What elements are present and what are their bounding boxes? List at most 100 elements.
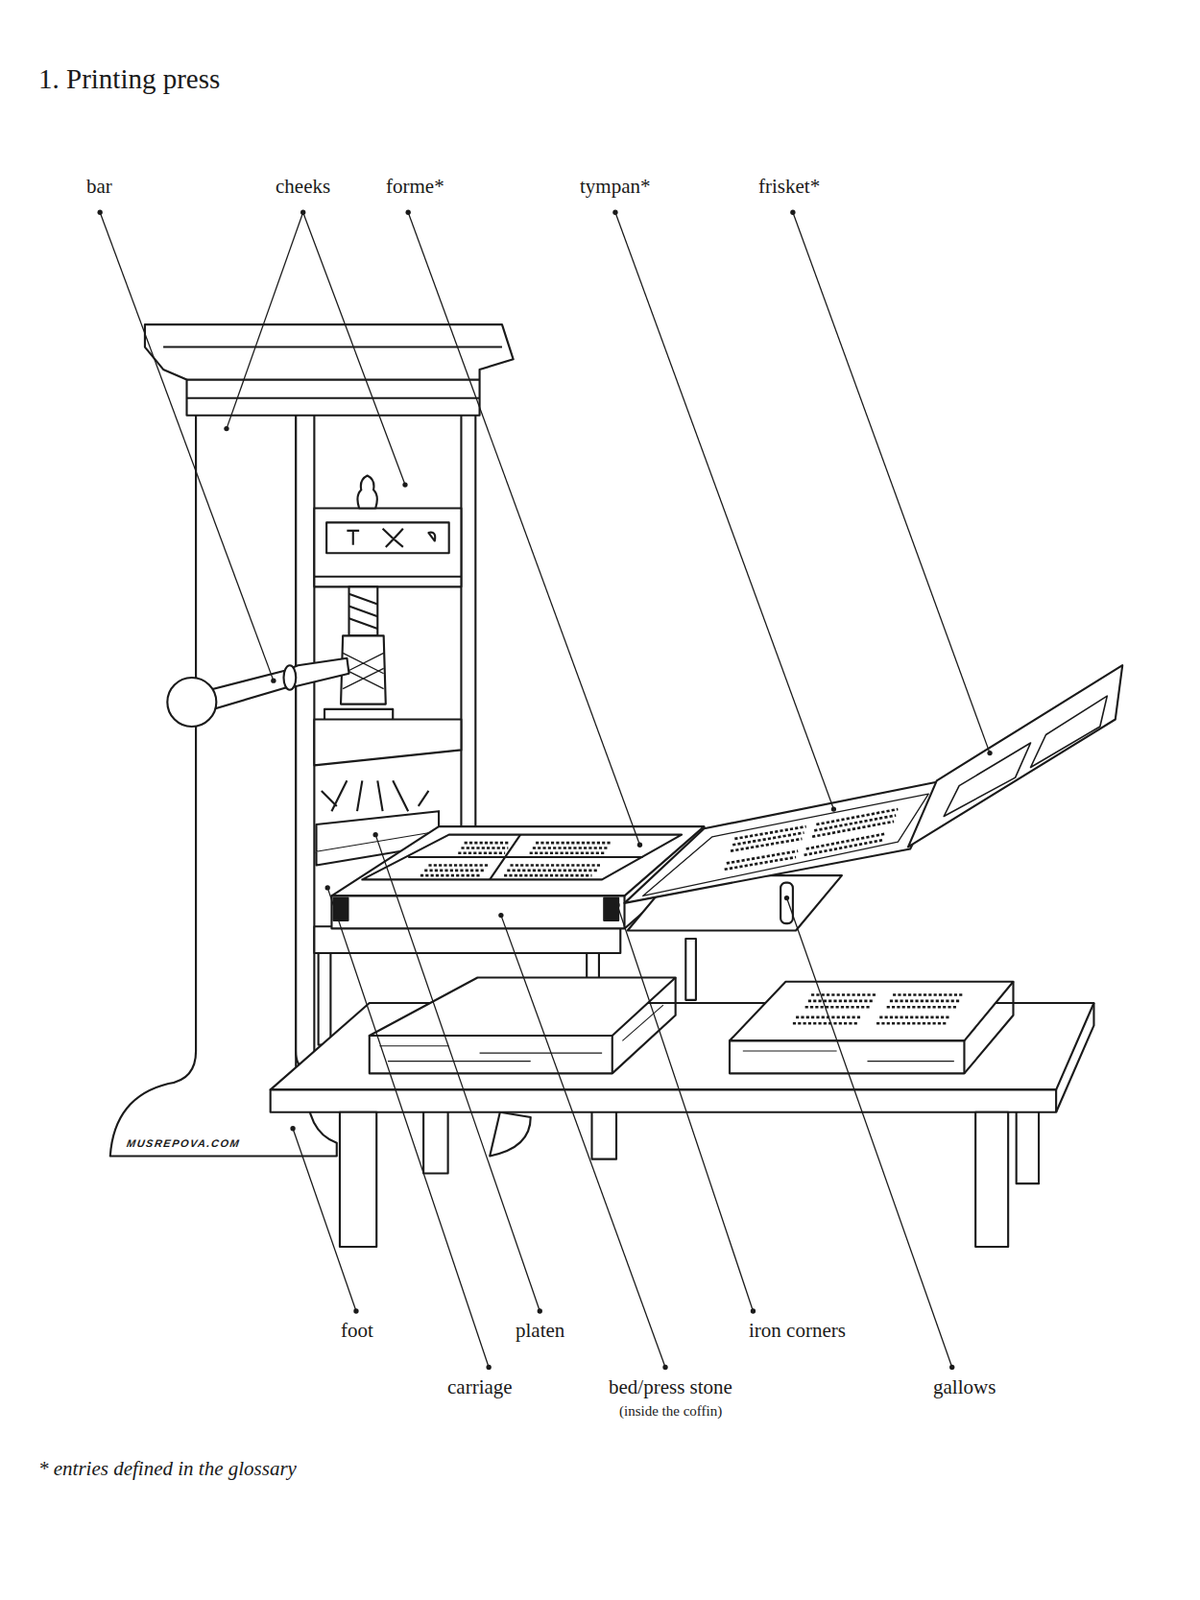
paper-edges — [379, 1005, 663, 1061]
forme — [361, 835, 682, 881]
figure-title: 1. Printing press — [38, 63, 220, 96]
printed-stack-side — [963, 982, 1013, 1075]
leader-line — [787, 898, 953, 1368]
leader-dot — [986, 750, 992, 756]
finial — [357, 475, 377, 508]
watermark: MUSREPOVA.COM — [125, 1137, 241, 1151]
paper-edges — [743, 1051, 955, 1062]
printed-stack — [729, 982, 1013, 1042]
frisket-windows — [943, 696, 1107, 816]
part-label: tympan* — [579, 174, 651, 198]
carriage-table — [313, 926, 621, 954]
screw-thread — [349, 594, 379, 629]
leader-line — [375, 835, 540, 1312]
tympan — [624, 780, 945, 904]
left-cheek — [110, 392, 337, 1156]
leader-dot — [784, 895, 790, 901]
table-leg — [591, 1110, 617, 1160]
inner-upright — [295, 392, 314, 1068]
paper-stack-side — [612, 977, 676, 1074]
bar-shaft — [193, 658, 350, 715]
leader-dots — [97, 210, 993, 1371]
leader-dot — [402, 481, 408, 487]
tympan-inner — [643, 793, 930, 896]
table-leg — [1016, 1110, 1039, 1185]
leader-dot — [485, 1365, 491, 1370]
part-note: (inside the coffin) — [619, 1403, 722, 1420]
paper-stack-front — [369, 1035, 613, 1074]
leader-dot — [300, 210, 306, 216]
gallows-post — [780, 883, 793, 925]
leader-dot — [612, 210, 618, 216]
part-label: forme* — [385, 174, 445, 198]
cornice — [144, 324, 514, 416]
part-label: foot — [340, 1319, 374, 1343]
carriage-leg — [685, 938, 696, 1001]
leader-dot — [750, 1308, 756, 1314]
carriage-leg — [318, 953, 332, 1046]
footnote: * entries defined in the glossary — [38, 1457, 297, 1481]
table-leg — [975, 1112, 1008, 1248]
foot-curve — [489, 1112, 531, 1157]
table-front — [270, 1089, 1056, 1112]
leader-line — [792, 212, 990, 753]
part-label: platen — [515, 1319, 565, 1343]
till — [313, 720, 461, 767]
printed-marks — [792, 995, 965, 1025]
cornice-mouldings — [163, 347, 503, 399]
part-label: carriage — [447, 1375, 513, 1399]
bar-knob — [167, 677, 216, 727]
leader-line — [408, 212, 640, 845]
part-label: cheeks — [275, 174, 331, 198]
iron-corner — [603, 898, 619, 921]
leader-dot — [97, 210, 103, 216]
leader-dot — [537, 1308, 543, 1314]
table-side — [1056, 1003, 1094, 1113]
leader-line — [303, 212, 406, 485]
leader-dot — [662, 1365, 668, 1370]
part-label: bar — [86, 174, 113, 198]
tool-plate — [326, 522, 450, 553]
iron-corner — [334, 898, 349, 921]
leader-dot — [831, 806, 837, 812]
leader-line — [327, 888, 489, 1368]
leader-line — [226, 212, 304, 429]
part-label: iron corners — [748, 1319, 846, 1343]
leader-line — [99, 212, 274, 681]
type-lines — [420, 842, 613, 876]
leader-dot — [325, 885, 331, 890]
tympan-print — [724, 809, 899, 870]
leader-dot — [498, 912, 504, 918]
table-leg — [423, 1110, 449, 1175]
tools — [346, 528, 435, 548]
part-label: bed/press stone — [608, 1375, 733, 1399]
part-label: frisket* — [758, 174, 820, 198]
right-cheek — [460, 408, 476, 837]
paper-stack — [369, 977, 676, 1036]
leader-dot — [949, 1365, 955, 1370]
leader-line — [292, 1128, 357, 1312]
beam-line — [313, 576, 461, 578]
part-label: gallows — [933, 1375, 996, 1399]
leader-dot — [270, 677, 276, 683]
leader-dot — [637, 842, 643, 848]
leader-dot — [353, 1308, 359, 1314]
leader-dot — [372, 832, 378, 838]
leader-line — [615, 212, 834, 810]
frisket — [908, 665, 1123, 847]
forme-chase — [408, 835, 643, 881]
platen-cords — [321, 791, 430, 807]
leader-dot — [790, 210, 795, 216]
coffin-front — [331, 895, 624, 929]
bar-collar — [283, 665, 296, 691]
screw — [349, 586, 379, 636]
platen-hooks — [331, 780, 408, 812]
head-beam — [313, 508, 461, 588]
leader-line — [617, 905, 753, 1312]
leader-line — [501, 915, 666, 1368]
leader-dot — [406, 210, 411, 216]
table-leg — [339, 1112, 377, 1248]
leader-dot — [223, 426, 229, 432]
leader-dot — [614, 902, 620, 908]
